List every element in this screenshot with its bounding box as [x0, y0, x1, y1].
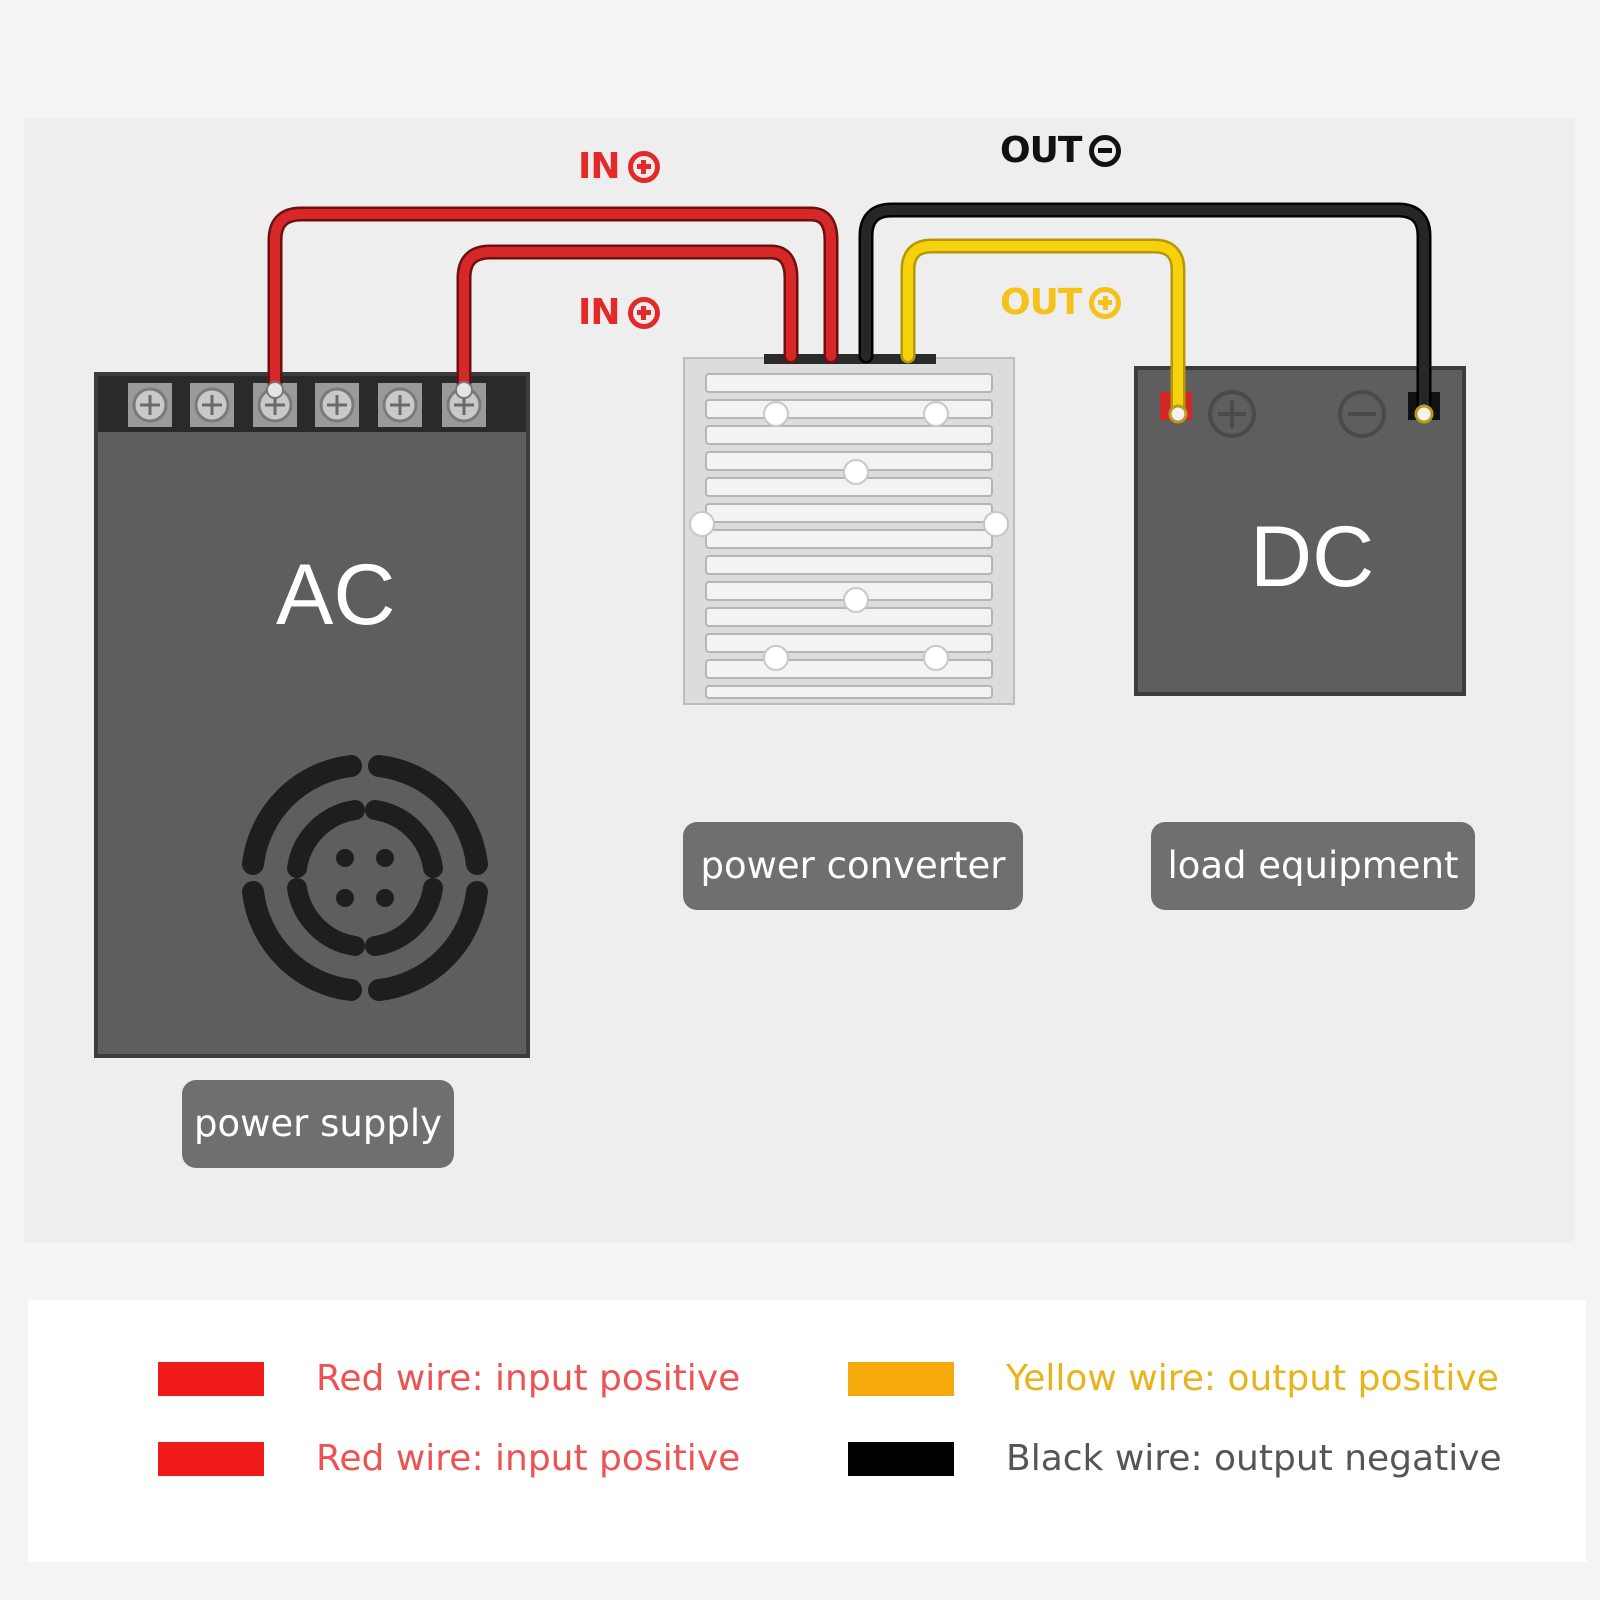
legend-swatch [848, 1441, 954, 1476]
terminal-block [128, 383, 486, 427]
fan-vent-icon [242, 755, 488, 1001]
diagram-canvas [94, 202, 1466, 1058]
wire-connectors [266, 381, 1434, 424]
red-wire-2 [459, 247, 796, 388]
load-equipment-unit [1134, 366, 1466, 696]
plus-circle-icon [627, 150, 660, 183]
out-text: OUT [1000, 130, 1082, 171]
plus-terminal-icon [1208, 390, 1256, 438]
legend-item-yellow: Yellow wire: output positive [848, 1358, 1499, 1399]
in-positive-label-top: IN [578, 146, 660, 187]
screw-terminal [128, 383, 172, 427]
out-negative-label: OUT [1000, 130, 1122, 171]
legend-swatch [848, 1361, 954, 1396]
legend-label: Yellow wire: output positive [1006, 1358, 1499, 1399]
wire-color-legend: Red wire: input positive Yellow wire: ou… [28, 1300, 1586, 1562]
plus-circle-icon [627, 296, 660, 329]
load-equipment-caption: load equipment [1151, 822, 1475, 910]
legend-label: Red wire: input positive [316, 1438, 741, 1479]
in-text: IN [578, 146, 621, 187]
power-supply-unit [94, 372, 530, 1058]
screw-terminal [190, 383, 234, 427]
screw-terminal [378, 383, 422, 427]
dc-label: DC [1250, 509, 1375, 605]
power-converter-unit [683, 354, 1015, 705]
in-text: IN [578, 292, 621, 333]
ac-label: AC [276, 547, 396, 643]
black-wire [861, 205, 1429, 411]
wires [267, 202, 1432, 414]
legend-item-red-2: Red wire: input positive [158, 1438, 740, 1479]
screw-terminal [315, 383, 359, 427]
legend-item-black: Black wire: output negative [848, 1438, 1502, 1479]
in-positive-label-mid: IN [578, 292, 660, 333]
legend-swatch [158, 1441, 264, 1476]
minus-terminal-icon [1338, 390, 1386, 438]
power-supply-caption: power supply [182, 1080, 454, 1168]
minus-circle-icon [1089, 134, 1122, 167]
out-positive-label: OUT [1000, 282, 1122, 323]
legend-label: Red wire: input positive [316, 1358, 741, 1399]
power-converter-caption: power converter [683, 822, 1023, 910]
mounting-holes [689, 401, 1009, 671]
screw-terminal [442, 383, 486, 427]
plus-circle-icon [1089, 286, 1122, 319]
yellow-wire [903, 241, 1183, 411]
out-text: OUT [1000, 282, 1082, 323]
red-wire-1 [270, 209, 836, 388]
legend-item-red-1: Red wire: input positive [158, 1358, 740, 1399]
legend-label: Black wire: output negative [1006, 1438, 1502, 1479]
legend-swatch [158, 1361, 264, 1396]
